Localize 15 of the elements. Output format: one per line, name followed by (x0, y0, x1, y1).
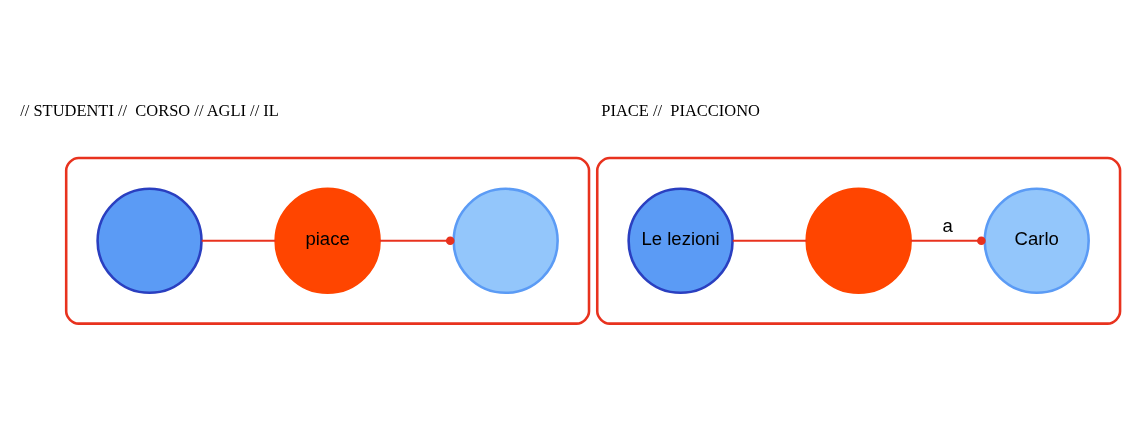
label: // STUDENTI // CORSO // AGLI // IL (20, 100, 279, 120)
node-circle (805, 187, 912, 295)
connector (201, 239, 276, 242)
node-circle: Le lezioni (627, 187, 734, 295)
node-circle (452, 187, 559, 295)
connector (379, 236, 455, 246)
node-circle (96, 187, 203, 295)
connector (732, 239, 807, 242)
node-circle: piace (274, 187, 381, 295)
cluster (595, 156, 1122, 325)
edge-label: a (942, 214, 953, 236)
cluster (64, 156, 591, 325)
label: PIACE // PIACCIONO (601, 100, 760, 120)
connector (910, 236, 986, 246)
node-circle: Carlo (983, 187, 1090, 295)
